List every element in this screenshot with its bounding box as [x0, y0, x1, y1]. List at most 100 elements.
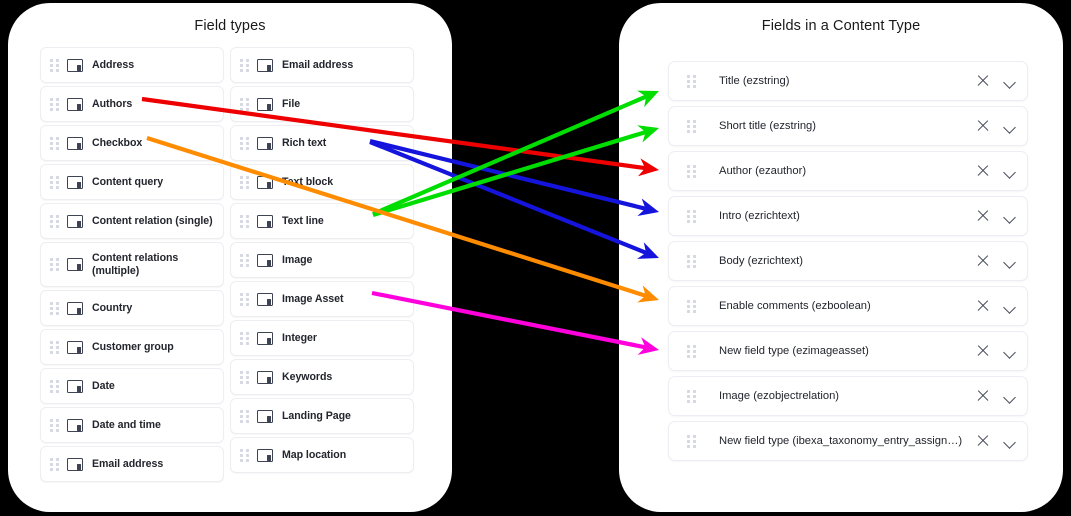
drag-handle-icon[interactable]: [687, 209, 696, 223]
field-type-row[interactable]: Keywords: [230, 359, 414, 395]
close-icon[interactable]: [976, 74, 990, 88]
drag-handle-icon[interactable]: [50, 97, 59, 111]
field-type-label: Date: [92, 379, 115, 392]
close-icon[interactable]: [976, 119, 990, 133]
drag-handle-icon[interactable]: [50, 58, 59, 72]
field-type-row[interactable]: Date and time: [40, 407, 224, 443]
drag-handle-icon[interactable]: [50, 214, 59, 228]
drag-handle-icon[interactable]: [50, 379, 59, 393]
drag-handle-icon[interactable]: [240, 58, 249, 72]
field-type-row[interactable]: Date: [40, 368, 224, 404]
chevron-down-icon[interactable]: [1003, 390, 1016, 403]
drag-handle-icon[interactable]: [687, 119, 696, 133]
content-field-row[interactable]: Image (ezobjectrelation): [668, 376, 1028, 416]
field-type-row[interactable]: Image: [230, 242, 414, 278]
content-field-row[interactable]: Intro (ezrichtext): [668, 196, 1028, 236]
field-type-row[interactable]: Email address: [230, 47, 414, 83]
close-icon[interactable]: [976, 344, 990, 358]
drag-handle-icon[interactable]: [50, 136, 59, 150]
chevron-down-icon[interactable]: [1003, 435, 1016, 448]
field-type-label: Image: [282, 253, 313, 266]
close-icon[interactable]: [976, 389, 990, 403]
drag-handle-icon[interactable]: [687, 74, 696, 88]
drag-handle-icon[interactable]: [687, 164, 696, 178]
drag-handle-icon[interactable]: [240, 292, 249, 306]
field-type-row[interactable]: Content query: [40, 164, 224, 200]
drag-handle-icon[interactable]: [240, 370, 249, 384]
content-field-row[interactable]: New field type (ibexa_taxonomy_entry_ass…: [668, 421, 1028, 461]
field-type-row[interactable]: Integer: [230, 320, 414, 356]
drag-handle-icon[interactable]: [240, 97, 249, 111]
drag-handle-icon[interactable]: [50, 340, 59, 354]
content-field-row[interactable]: Short title (ezstring): [668, 106, 1028, 146]
field-type-row[interactable]: Customer group: [40, 329, 224, 365]
drag-handle-icon[interactable]: [687, 389, 696, 403]
field-type-row[interactable]: Country: [40, 290, 224, 326]
field-type-label: Address: [92, 58, 135, 71]
content-field-label: Author (ezauthor): [719, 165, 807, 177]
content-field-row[interactable]: Author (ezauthor): [668, 151, 1028, 191]
field-type-row[interactable]: Text line: [230, 203, 414, 239]
close-icon[interactable]: [976, 254, 990, 268]
chevron-down-icon[interactable]: [1003, 210, 1016, 223]
chevron-down-icon[interactable]: [1003, 75, 1016, 88]
field-type-row[interactable]: Address: [40, 47, 224, 83]
drag-handle-icon[interactable]: [687, 254, 696, 268]
field-type-row[interactable]: Checkbox: [40, 125, 224, 161]
content-field-label: Image (ezobjectrelation): [719, 390, 840, 402]
drag-handle-icon[interactable]: [687, 434, 696, 448]
field-type-icon: [67, 175, 83, 189]
field-type-icon: [257, 253, 273, 267]
content-field-row[interactable]: Title (ezstring): [668, 61, 1028, 101]
field-type-row[interactable]: Text block: [230, 164, 414, 200]
content-field-label: Short title (ezstring): [719, 120, 816, 132]
drag-handle-icon[interactable]: [240, 409, 249, 423]
field-type-icon: [257, 292, 273, 306]
field-type-row[interactable]: Landing Page: [230, 398, 414, 434]
close-icon[interactable]: [976, 299, 990, 313]
drag-handle-icon[interactable]: [687, 299, 696, 313]
content-type-fields-panel: Fields in a Content Type Title (ezstring…: [619, 3, 1063, 512]
drag-handle-icon[interactable]: [50, 175, 59, 189]
field-type-icon: [67, 379, 83, 393]
content-field-row[interactable]: New field type (ezimageasset): [668, 331, 1028, 371]
chevron-down-icon[interactable]: [1003, 165, 1016, 178]
field-type-label: Checkbox: [92, 136, 143, 149]
field-type-icon: [257, 331, 273, 345]
field-type-row[interactable]: Map location: [230, 437, 414, 473]
drag-handle-icon[interactable]: [240, 253, 249, 267]
close-icon[interactable]: [976, 164, 990, 178]
drag-handle-icon[interactable]: [240, 448, 249, 462]
drag-handle-icon[interactable]: [240, 331, 249, 345]
field-type-row[interactable]: Authors: [40, 86, 224, 122]
field-type-icon: [257, 370, 273, 384]
drag-handle-icon[interactable]: [240, 214, 249, 228]
field-type-row[interactable]: Content relations (multiple): [40, 242, 224, 287]
field-type-row[interactable]: Content relation (single): [40, 203, 224, 239]
field-type-row[interactable]: Rich text: [230, 125, 414, 161]
field-type-row[interactable]: Image Asset: [230, 281, 414, 317]
chevron-down-icon[interactable]: [1003, 120, 1016, 133]
content-field-row[interactable]: Body (ezrichtext): [668, 241, 1028, 281]
drag-handle-icon[interactable]: [50, 258, 59, 271]
close-icon[interactable]: [976, 434, 990, 448]
drag-handle-icon[interactable]: [687, 344, 696, 358]
field-type-label: Rich text: [282, 136, 327, 149]
chevron-down-icon[interactable]: [1003, 255, 1016, 268]
drag-handle-icon[interactable]: [50, 418, 59, 432]
chevron-down-icon[interactable]: [1003, 345, 1016, 358]
field-type-icon: [257, 58, 273, 72]
field-type-row[interactable]: File: [230, 86, 414, 122]
field-type-label: Landing Page: [282, 409, 351, 422]
field-type-label: Image Asset: [282, 292, 344, 305]
close-icon[interactable]: [976, 209, 990, 223]
chevron-down-icon[interactable]: [1003, 300, 1016, 313]
field-type-row[interactable]: Email address: [40, 446, 224, 482]
drag-handle-icon[interactable]: [240, 136, 249, 150]
content-field-row[interactable]: Enable comments (ezboolean): [668, 286, 1028, 326]
field-type-label: Integer: [282, 331, 317, 344]
drag-handle-icon[interactable]: [50, 301, 59, 315]
drag-handle-icon[interactable]: [50, 457, 59, 471]
drag-handle-icon[interactable]: [240, 175, 249, 189]
